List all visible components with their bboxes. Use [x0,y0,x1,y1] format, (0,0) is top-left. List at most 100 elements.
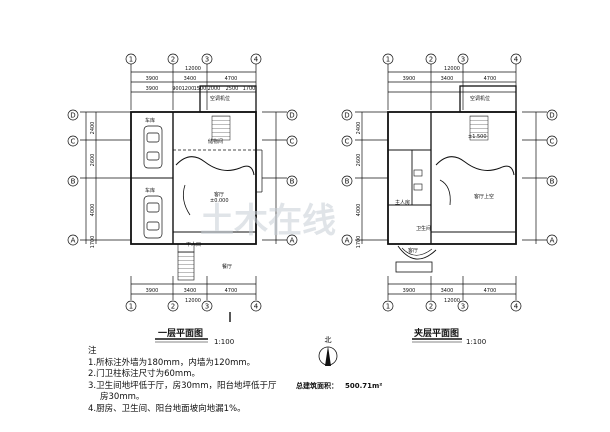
axis-label: B [71,178,76,186]
axis-label: C [550,138,555,146]
room-label: 客厅 [214,191,224,198]
dim-label: 3900 [146,76,159,82]
axis-label: 2 [429,56,433,64]
dim-label: 1700 [243,86,256,92]
plan-scale: 1:100 [466,338,486,346]
axis-label: 1 [386,56,390,64]
dim-label: 4000 [356,204,362,217]
plan-scale: 1:100 [214,338,234,346]
level-label: ±0.000 [210,198,229,204]
axis-bubbles-side-right [341,109,558,246]
dim-label: 12000 [185,66,201,72]
room-label: 客厅上空 [474,193,494,200]
axis-label: D [344,112,349,120]
dim-label: 2400 [356,122,362,135]
dim-label: 3400 [441,288,454,294]
note-item: 3.卫生间地坪低于厅，房30mm，阳台地坪低于厅 [88,380,277,391]
total-area-value: 500.71m² [345,382,382,390]
axis-label: D [70,112,75,120]
axis-label: 2 [429,303,433,311]
axis-label: 2 [171,56,175,64]
axis-bubbles-bottom-left [125,300,262,312]
axis-label: A [71,237,76,245]
axis-label: 2 [171,303,175,311]
axis-label: C [71,138,76,146]
room-label: 储物间 [208,138,223,145]
watermark: 土木在线 [200,201,336,241]
axis-bubbles-side-left [67,109,298,246]
room-label: 车库 [145,187,155,194]
axis-label: 4 [514,56,519,64]
axis-label: 3 [461,303,465,311]
north-label: 北 [325,336,332,344]
axis-label: 3 [205,303,209,311]
total-area-label: 总建筑面积： [296,381,338,390]
axis-label: A [550,237,555,245]
dim-label: 1700 [356,236,362,249]
room-label: 下人口 [186,242,201,248]
car-icon [143,195,163,239]
room-label: 餐厅 [222,263,232,270]
notes-block: 注 1.所标注外墙为180mm，内墙为120mm。 2.门卫柱标注尺寸为60mm… [88,346,277,415]
room-label: 主人房 [395,199,410,206]
room-label: 空调机位 [210,95,230,102]
dim-label: 2500 [226,86,239,92]
axis-label: 1 [386,303,390,311]
axis-label: 3 [461,56,465,64]
plan-title: 夹层平面图 [414,327,459,339]
note-item: 2.门卫柱标注尺寸为60mm。 [88,369,200,379]
sink-icon [413,183,423,191]
axis-label: B [290,178,295,186]
stair-icon [469,115,489,141]
dim-label: 3900 [146,86,159,92]
axis-label: A [290,237,295,245]
axis-bubbles-bottom-right [382,300,522,312]
dim-label: 3900 [403,288,416,294]
axis-label: 4 [254,303,259,311]
axis-bubbles-top-left [125,53,262,65]
axis-label: 4 [514,303,519,311]
dim-label: 3900 [146,288,159,294]
dim-label: 1200 [182,86,195,92]
room-label: 客厅 [408,247,418,254]
car-icon [143,125,163,169]
dim-label: 2600 [356,154,362,167]
axis-label: 1 [129,56,133,64]
axis-label: 1 [129,303,133,311]
dim-label: 900 [172,86,182,92]
stair-icon [177,251,195,281]
axis-label: 4 [254,56,259,64]
plan-title: 一层平面图 [158,328,203,339]
dim-label: 2000 [208,86,221,92]
axis-label: A [345,237,350,245]
notes-heading: 注 [88,346,97,356]
note-item: 1.所标注外墙为180mm，内墙为120mm。 [88,357,256,368]
north-arrow-icon: 北 [318,336,338,366]
dim-label: 12000 [444,298,460,304]
room-label: 空调机位 [470,95,490,102]
axis-label: B [345,178,350,186]
axis-label: D [289,112,294,120]
plan-right [341,53,558,343]
dim-label: 12000 [185,298,201,304]
dim-label: 3400 [441,76,454,82]
dim-label: 1500 [194,86,207,92]
dim-label: 3400 [184,76,197,82]
dim-label: 4700 [484,76,497,82]
dim-label: 12000 [444,66,460,72]
dim-label: 4700 [225,76,238,82]
plan-left [67,53,298,343]
dim-label: 2600 [90,154,96,167]
toilet-icon [413,169,423,177]
dim-label: 4700 [484,288,497,294]
dim-label: 4700 [225,288,238,294]
axis-label: C [290,138,295,146]
note-item: 4.厨房、卫生间、阳台地面坡向地漏1%。 [88,403,246,414]
axis-label: 3 [205,56,209,64]
level-label: ±1.500 [468,134,487,140]
dim-label: 3400 [184,288,197,294]
room-label: 卫生间 [416,225,431,232]
axis-label: C [345,138,350,146]
axis-label: B [550,178,555,186]
